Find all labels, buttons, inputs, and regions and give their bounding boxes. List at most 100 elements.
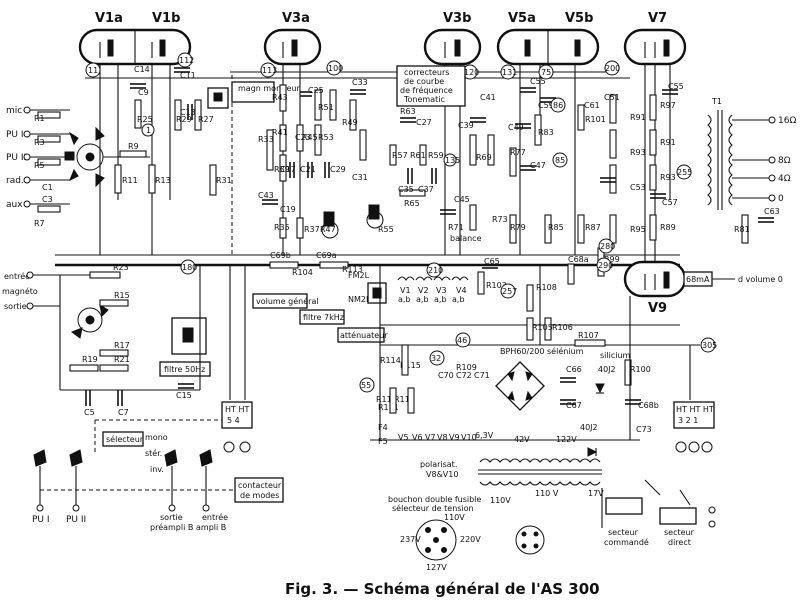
svg-text:C43: C43	[258, 191, 274, 200]
tube-label-v1a: V1a	[95, 11, 123, 26]
svg-text:C1: C1	[42, 183, 53, 192]
svg-text:17V: 17V	[588, 489, 604, 498]
svg-text:R19: R19	[82, 355, 98, 364]
label-bph: BPH60/200 sélénium	[500, 346, 584, 356]
svg-text:257: 257	[502, 287, 517, 296]
svg-text:C47: C47	[530, 161, 546, 170]
svg-text:R85: R85	[548, 223, 564, 232]
svg-text:237V: 237V	[400, 535, 421, 544]
svg-text:11: 11	[88, 66, 98, 75]
svg-text:75: 75	[541, 68, 551, 77]
svg-text:280: 280	[600, 242, 615, 251]
ht-taps: HT HT 5 4 HT HT HT 3 2 1	[221, 401, 715, 453]
svg-text:R108: R108	[536, 283, 557, 292]
svg-text:V10: V10	[461, 433, 477, 442]
svg-text:R73: R73	[492, 215, 508, 224]
v3b-section: C33 R49 C31 R63 C27 C39 C41 R57 R61 R59 …	[342, 64, 508, 255]
svg-text:V2: V2	[418, 286, 429, 295]
v1-section: R11 R13 R25 R29 R27 R31 C9 C11 C13 C14 1…	[85, 52, 232, 255]
svg-text:46: 46	[457, 336, 467, 345]
svg-text:C55: C55	[530, 77, 546, 86]
svg-text:R37: R37	[304, 225, 320, 234]
svg-text:C5: C5	[84, 408, 95, 417]
svg-text:HT HT HT: HT HT HT	[676, 405, 714, 414]
svg-text:R53: R53	[318, 133, 334, 142]
svg-text:R9: R9	[128, 142, 139, 151]
svg-text:C57: C57	[662, 198, 678, 207]
label-nm2l: NM2L	[348, 295, 371, 304]
label-bouchon-2: sélecteur de tension	[392, 503, 474, 513]
svg-text:C14: C14	[134, 65, 150, 74]
svg-text:C39: C39	[458, 121, 474, 130]
svg-text:C27: C27	[416, 118, 432, 127]
svg-text:C69a: C69a	[316, 251, 337, 260]
label-d-volume: d volume 0	[738, 275, 783, 284]
svg-text:32: 32	[431, 354, 441, 363]
svg-text:R29: R29	[176, 115, 192, 124]
svg-text:110 V: 110 V	[535, 489, 559, 498]
svg-text:R39: R39	[274, 165, 290, 174]
tube-label-v1b: V1b	[152, 11, 180, 26]
label-pu1-out: PU I	[32, 515, 50, 525]
svg-text:de courbe: de courbe	[404, 77, 444, 86]
svg-text:R79: R79	[510, 223, 526, 232]
svg-text:HT HT: HT HT	[225, 405, 249, 414]
connecting-wires	[59, 75, 691, 455]
svg-text:R7: R7	[34, 219, 45, 228]
tube-label-v3b: V3b	[443, 11, 471, 26]
svg-text:correcteurs: correcteurs	[404, 68, 449, 77]
svg-text:R103: R103	[486, 281, 507, 290]
svg-text:C11: C11	[180, 71, 196, 80]
tube-v5: V5a V5b	[496, 11, 600, 66]
svg-text:305: 305	[702, 341, 717, 350]
label-inv: inv.	[150, 465, 164, 474]
svg-text:C71: C71	[474, 371, 490, 380]
svg-text:de fréquence: de fréquence	[400, 85, 453, 95]
svg-text:a,b: a,b	[452, 295, 465, 304]
svg-text:C61: C61	[584, 101, 600, 110]
heater-coils: V1 V2 V3 V4 a,b a,b a,b a,b R103 C65 257	[397, 257, 517, 304]
svg-text:110V: 110V	[490, 496, 511, 505]
label-aux: aux	[6, 200, 23, 210]
label-pu2: PU II	[6, 153, 26, 163]
label-t1: T1	[711, 97, 722, 106]
svg-text:C66: C66	[566, 365, 582, 374]
label-magneto: magnéto	[2, 286, 38, 296]
label-attenuateur: atténuateur	[340, 330, 388, 340]
svg-text:R21: R21	[114, 355, 130, 364]
svg-text:C45: C45	[454, 195, 470, 204]
svg-text:R13: R13	[155, 176, 171, 185]
svg-text:C49: C49	[508, 123, 524, 132]
svg-text:C21: C21	[300, 165, 316, 174]
tube-label-v5b: V5b	[565, 11, 593, 26]
label-mic: mic	[6, 106, 22, 116]
svg-text:R41: R41	[272, 128, 288, 137]
svg-text:C3: C3	[42, 195, 53, 204]
label-selecteur: sélecteur	[106, 434, 144, 444]
label-pu2-out: PU II	[66, 515, 86, 525]
svg-text:R87: R87	[585, 223, 601, 232]
svg-text:120: 120	[464, 68, 479, 77]
svg-text:R33: R33	[258, 135, 274, 144]
svg-text:110V: 110V	[444, 513, 465, 522]
svg-text:122V: 122V	[556, 435, 577, 444]
svg-text:R109: R109	[456, 363, 477, 372]
svg-text:R35: R35	[274, 223, 290, 232]
svg-text:R93: R93	[630, 148, 646, 157]
svg-text:42V: 42V	[514, 435, 530, 444]
svg-text:R51: R51	[318, 103, 334, 112]
svg-text:R95: R95	[630, 225, 646, 234]
label-polarisat: polarisat.	[420, 460, 457, 469]
svg-text:C68a: C68a	[568, 255, 589, 264]
svg-text:R93: R93	[660, 173, 676, 182]
svg-text:V9: V9	[449, 433, 460, 442]
svg-text:R61: R61	[410, 151, 426, 160]
figure-caption: Fig. 3. — Schéma général de l'AS 300	[285, 580, 600, 598]
label-entree-ampli-1: entrée	[202, 512, 228, 522]
svg-text:86: 86	[553, 101, 563, 110]
tube-v9: V9	[623, 260, 687, 316]
svg-text:R43: R43	[272, 93, 288, 102]
svg-text:R99: R99	[604, 255, 620, 264]
svg-text:R17: R17	[114, 341, 130, 350]
svg-text:R105: R105	[532, 323, 553, 332]
